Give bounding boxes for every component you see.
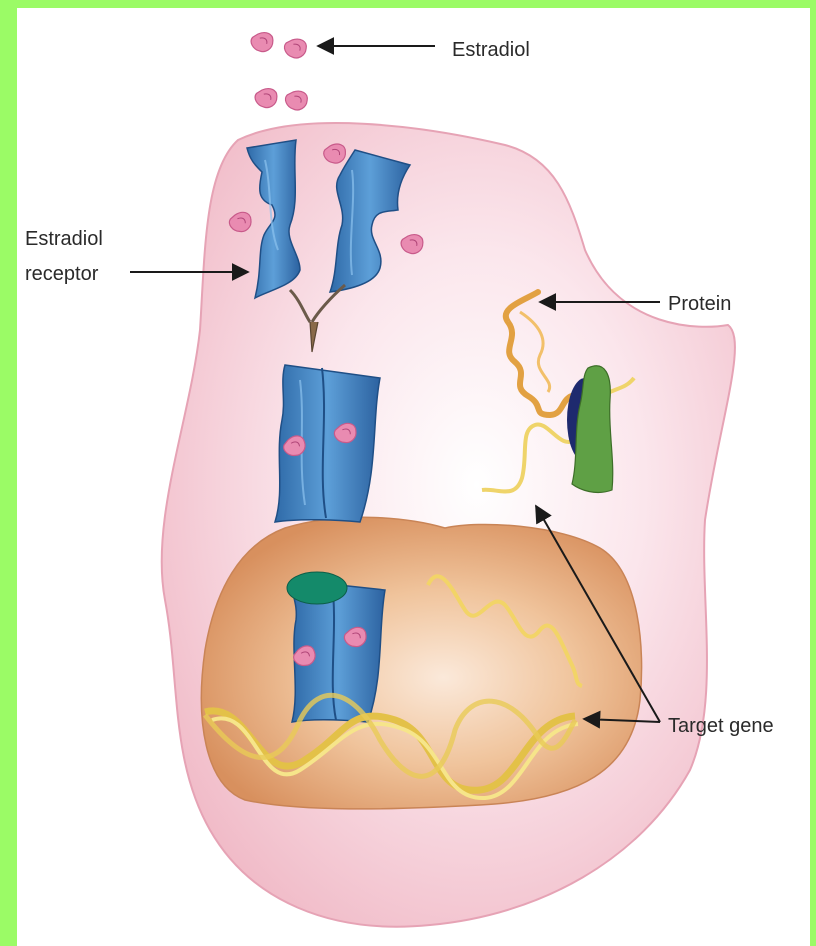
- receptor-dimer-on-dna: [287, 572, 385, 722]
- target-gene-label: Target gene: [668, 715, 774, 737]
- receptor-label-line1: Estradiol: [25, 228, 103, 250]
- protein-label: Protein: [668, 293, 731, 315]
- receptor-dimer: [275, 365, 380, 522]
- estradiol-label: Estradiol: [452, 39, 530, 61]
- receptor-label-line2: receptor: [25, 263, 99, 285]
